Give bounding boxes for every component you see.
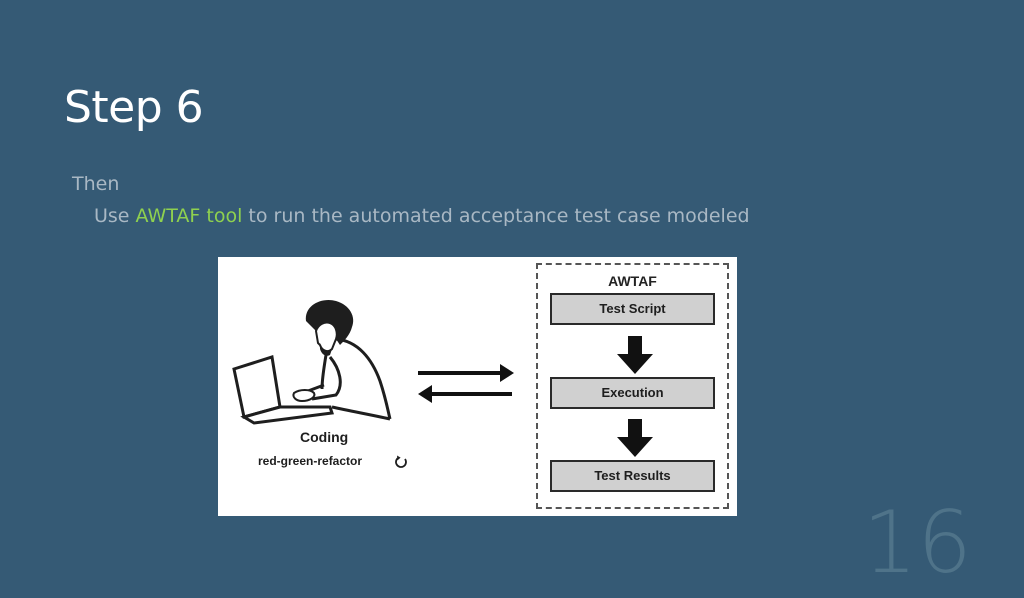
developer-at-laptop-icon: [232, 299, 392, 425]
bidirectional-arrows-icon: [418, 364, 514, 403]
red-green-refactor-label: red-green-refactor: [258, 454, 363, 468]
awtaf-tool-highlight: AWTAF tool: [135, 205, 243, 227]
awtaf-container: AWTAF Test Script Execution Test Results: [536, 263, 729, 509]
bullet-then: Then: [72, 173, 120, 195]
test-script-box: Test Script: [550, 293, 715, 325]
bullet-use-prefix: Use: [94, 205, 136, 227]
down-arrow-icon: [617, 419, 653, 457]
bullet-use-awtaf: Use AWTAF tool to run the automated acce…: [94, 204, 750, 228]
refresh-cycle-icon: [395, 455, 407, 468]
bullet-use-suffix: to run the automated acceptance test cas…: [242, 205, 750, 227]
coding-label: Coding: [300, 429, 349, 445]
awtaf-diagram: Coding red-green-refactor AWTAF Test Scr…: [218, 257, 737, 516]
execution-box: Execution: [550, 377, 715, 409]
page-number: 16: [862, 493, 972, 593]
down-arrow-icon: [617, 336, 653, 374]
slide-title: Step 6: [64, 82, 204, 133]
awtaf-title: AWTAF: [608, 273, 657, 289]
test-results-box: Test Results: [550, 460, 715, 492]
